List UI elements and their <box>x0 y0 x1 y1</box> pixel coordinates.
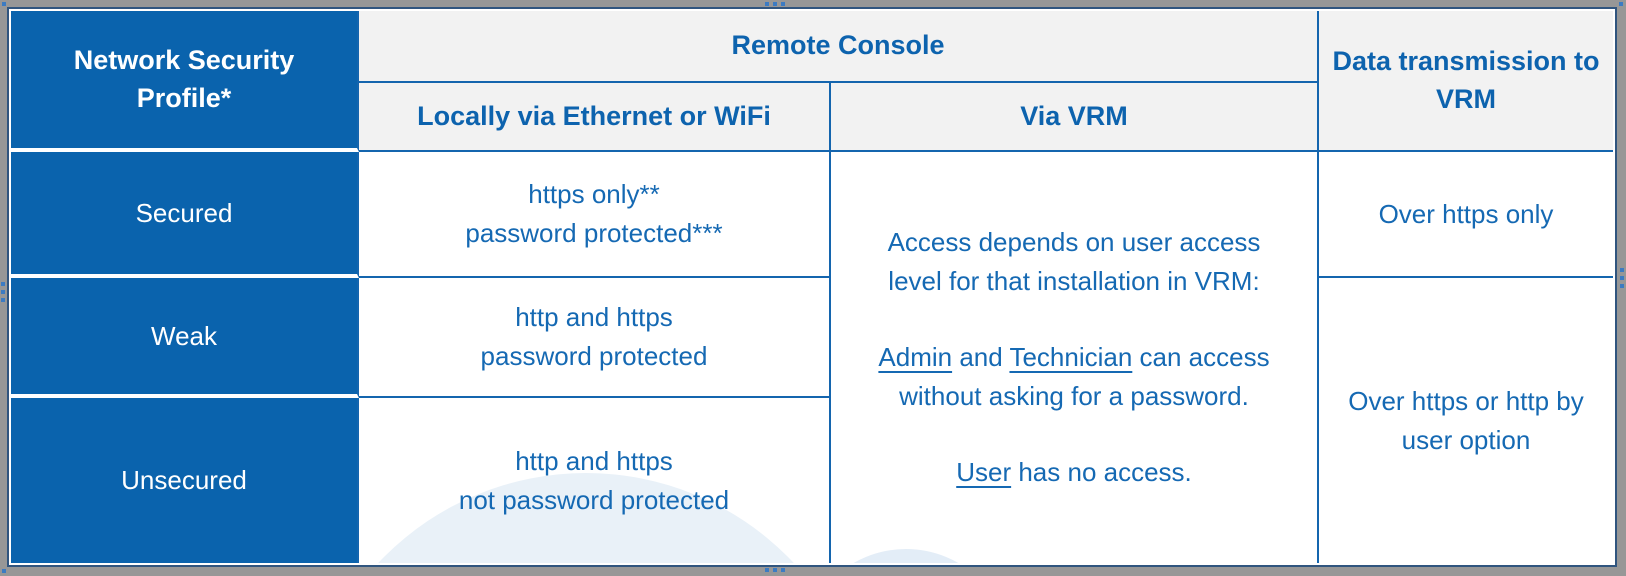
cell-weak-local-line1: http and https <box>515 302 673 332</box>
cell-secured-local: https only** password protected*** <box>359 152 831 278</box>
cell-secured-data-tx: Over https only <box>1319 152 1613 278</box>
and-word: and <box>952 342 1010 372</box>
handle-dot <box>765 568 769 572</box>
cell-weak-local-line2: password protected <box>480 341 708 371</box>
handle-dot <box>1 290 5 294</box>
cell-unsecured-local: http and https not password protected <box>359 398 831 563</box>
row-label-unsecured: Unsecured <box>11 398 359 563</box>
user-underlined: User <box>956 457 1012 487</box>
handle-dot <box>1620 268 1624 272</box>
handle-dot <box>773 2 777 6</box>
handle-dot <box>765 2 769 6</box>
handle-dot <box>1 282 5 286</box>
header-remote-console-label: Remote Console <box>731 30 945 61</box>
vrm-access-user-line: User has no access. <box>956 453 1192 492</box>
row-label-weak-text: Weak <box>151 320 217 351</box>
selection-handle-top-right[interactable] <box>1619 2 1623 6</box>
row-label-weak: Weak <box>11 278 359 398</box>
selection-handle-middle-right[interactable] <box>1620 268 1624 288</box>
cell-unsecured-local-line1: http and https <box>515 445 673 476</box>
handle-dot <box>781 568 785 572</box>
header-via-vrm-label: Via VRM <box>1020 100 1128 131</box>
selection-handle-bottom-center[interactable] <box>765 568 785 572</box>
header-locally-via-ethernet: Locally via Ethernet or WiFi <box>359 83 831 152</box>
row-label-secured: Secured <box>11 152 359 278</box>
cell-weak-local: http and https password protected <box>359 278 831 398</box>
cell-weak-unsecured-data-tx: Over https or http by user option <box>1319 278 1613 563</box>
admin-underlined: Admin <box>878 342 953 372</box>
handle-dot <box>1620 284 1624 288</box>
header-locally-via-ethernet-label: Locally via Ethernet or WiFi <box>417 100 771 131</box>
no-access-text: has no access. <box>1011 457 1192 487</box>
cell-secured-local-line2: password protected*** <box>465 218 723 248</box>
technician-underlined: Technician <box>1009 342 1133 372</box>
handle-dot <box>781 2 785 6</box>
header-data-transmission-label: Data transmission to VRM <box>1332 45 1600 114</box>
selection-handle-bottom-left[interactable] <box>2 569 6 573</box>
row-label-unsecured-text: Unsecured <box>121 465 247 495</box>
handle-dot <box>1620 276 1624 280</box>
cell-unsecured-local-line2: not password protected <box>458 484 730 515</box>
security-profile-table: Network Security Profile* Remote Console… <box>7 7 1617 567</box>
vrm-access-admin-line: Admin and Technician can access without … <box>862 338 1286 416</box>
cell-via-vrm-access: Access depends on user access level for … <box>831 152 1319 563</box>
header-via-vrm: Via VRM <box>831 83 1319 152</box>
handle-dot <box>773 568 777 572</box>
selection-handle-middle-left[interactable] <box>1 282 5 302</box>
can-access-text: can access without asking for a password… <box>899 342 1270 411</box>
cell-weak-unsecured-data-tx-text: Over https or http by user option <box>1348 385 1584 455</box>
header-data-transmission: Data transmission to VRM <box>1319 11 1613 152</box>
selection-handle-top-left[interactable] <box>2 2 6 6</box>
selection-handle-top-center[interactable] <box>765 2 785 6</box>
table-grid: Network Security Profile* Remote Console… <box>11 11 1613 563</box>
cell-secured-local-line1: https only** <box>528 179 660 209</box>
cell-secured-data-tx-text: Over https only <box>1378 198 1554 229</box>
header-remote-console: Remote Console <box>359 11 1319 83</box>
row-label-secured-text: Secured <box>135 197 233 228</box>
handle-dot <box>1 298 5 302</box>
header-network-security-profile-label: Network Security Profile* <box>73 44 295 113</box>
header-network-security-profile: Network Security Profile* <box>11 11 359 152</box>
vrm-access-intro: Access depends on user access level for … <box>887 227 1261 296</box>
